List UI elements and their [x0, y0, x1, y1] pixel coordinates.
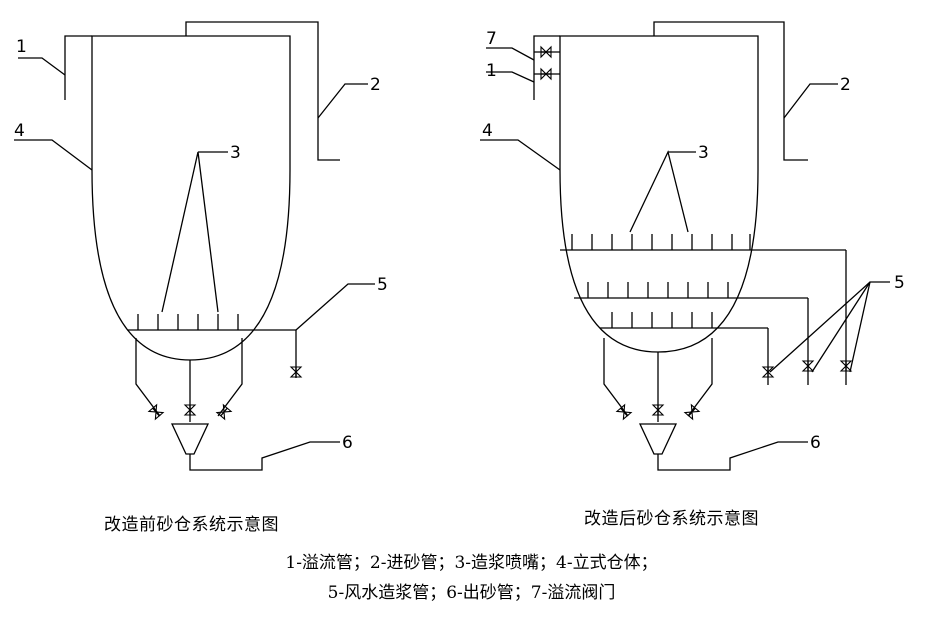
right-outlet-pipe [657, 441, 808, 471]
valve-icon [839, 360, 853, 372]
valves [147, 45, 853, 421]
valve-icon [540, 67, 552, 81]
left-silo-diagram [14, 21, 375, 471]
left-label-2: 2 [370, 75, 381, 95]
left-inlet-pipe [185, 21, 340, 161]
right-silo-body [559, 35, 759, 353]
left-label-1: 1 [16, 37, 27, 57]
left-diagram-caption: 改造前砂仓系统示意图 [104, 515, 279, 535]
left-number-labels: 1 2 3 4 5 6 [14, 37, 388, 453]
right-number-labels: 7 1 2 3 4 5 6 [482, 29, 905, 453]
valve-icon [683, 403, 701, 421]
valve-icon [540, 45, 552, 59]
right-cone [603, 338, 629, 417]
valve-icon [183, 404, 197, 416]
valve-icon [801, 360, 815, 372]
valve-icon [651, 404, 665, 416]
valve-icon [289, 366, 303, 378]
left-label-3: 3 [230, 143, 241, 163]
valve-icon [215, 403, 233, 421]
right-inlet-pipe [653, 21, 808, 161]
left-overflow-pipe [64, 35, 92, 100]
right-outlet-hopper [638, 423, 678, 455]
left-label-6: 6 [342, 433, 353, 453]
valve-icon [615, 403, 633, 421]
left-cone [135, 338, 161, 417]
left-outlet-pipe [189, 441, 340, 471]
right-label-6: 6 [810, 433, 821, 453]
right-label-7: 7 [486, 29, 497, 49]
right-label-1: 1 [486, 61, 497, 81]
right-label-5: 5 [894, 273, 905, 293]
legend-line-1: 1-溢流管；2-进砂管；3-造浆喷嘴；4-立式仓体； [285, 553, 658, 573]
valve-icon [147, 403, 165, 421]
right-diagram-caption: 改造后砂仓系统示意图 [584, 509, 759, 529]
right-label-4: 4 [482, 121, 493, 141]
valve-icon [761, 366, 775, 378]
left-label-4: 4 [14, 121, 25, 141]
right-label-3: 3 [698, 143, 709, 163]
left-outlet-hopper [170, 423, 210, 455]
right-overflow-pipe [533, 35, 560, 100]
right-label-2: 2 [840, 75, 851, 95]
legend-line-2: 5-风水造浆管；6-出砂管；7-溢流阀门 [327, 583, 616, 603]
left-silo-body [91, 35, 291, 361]
left-label-5: 5 [377, 275, 388, 295]
right-silo-diagram [480, 21, 890, 471]
